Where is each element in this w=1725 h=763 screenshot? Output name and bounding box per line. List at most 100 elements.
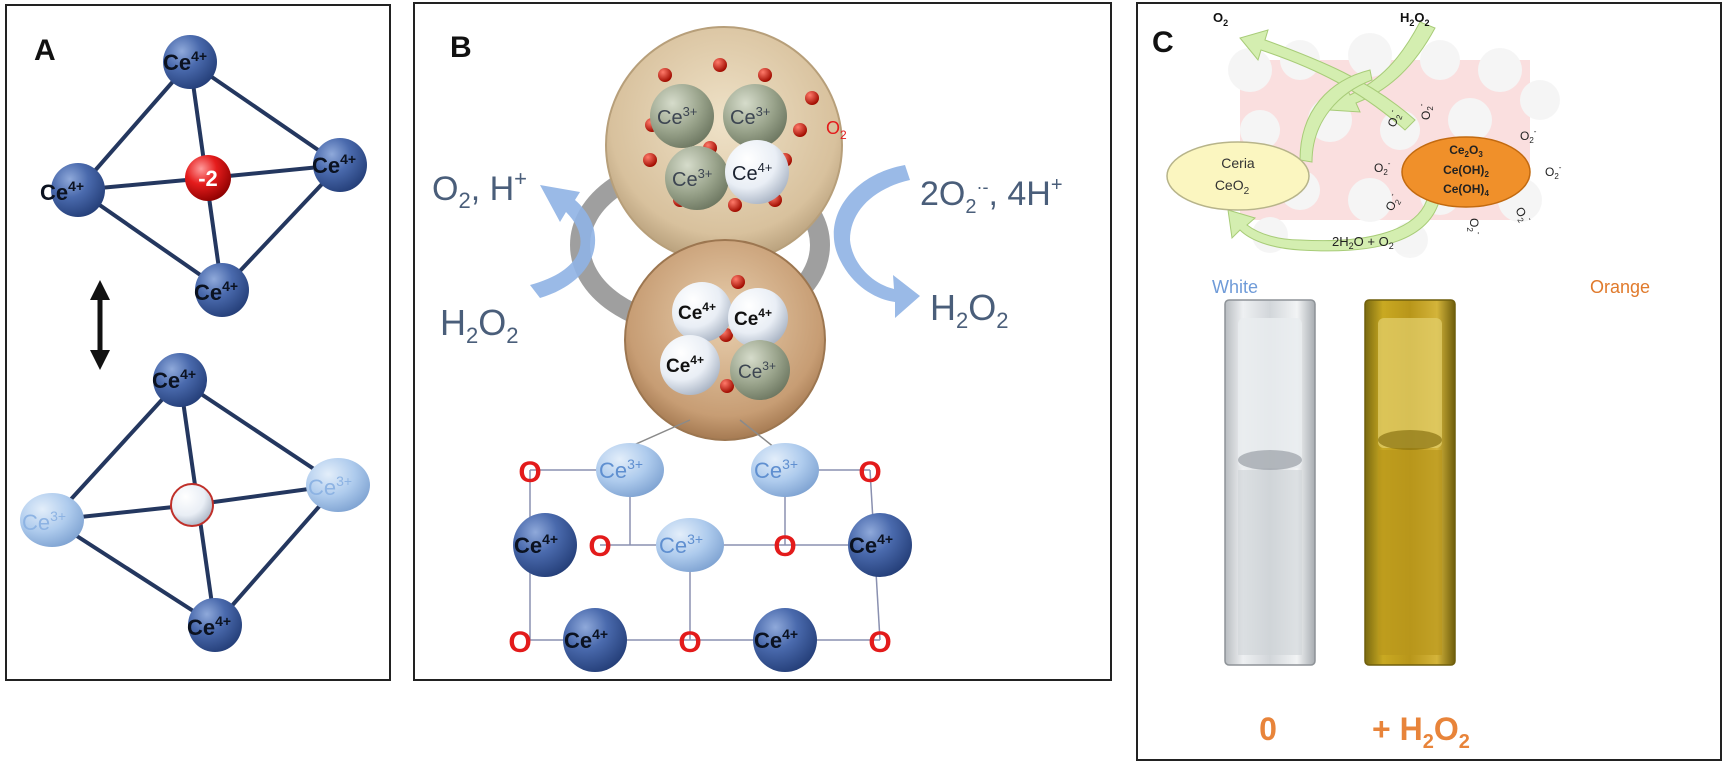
vial-h2o2-label: + H2O2 bbox=[1372, 711, 1470, 753]
orange-label: Orange bbox=[1590, 277, 1650, 297]
oxygen-label: O bbox=[868, 626, 891, 659]
ce3-ion bbox=[751, 443, 819, 497]
vacancy-charge-label: -2 bbox=[198, 166, 218, 191]
right-product-label: H2O2 bbox=[930, 287, 1009, 333]
ce4-ion bbox=[188, 598, 242, 652]
ce2o3-label: Ce2O3 bbox=[1449, 143, 1483, 159]
vial-control-label: 0 bbox=[1259, 711, 1277, 747]
o2-label: O2 bbox=[826, 118, 847, 142]
ceria-formula: CeO2 bbox=[1215, 177, 1250, 197]
ce3-label: Ce3+ bbox=[730, 104, 770, 129]
ce4-label: Ce4+ bbox=[564, 626, 608, 653]
left-curved-arrow bbox=[530, 185, 596, 298]
ce3-label: Ce3+ bbox=[659, 531, 703, 558]
ce4-label: Ce4+ bbox=[678, 300, 716, 324]
panel-b: B Ce3+ Ce3+ Ce3+ Ce4+ O2 bbox=[413, 2, 1112, 681]
ce3-label: Ce3+ bbox=[599, 456, 643, 483]
left-reactant-label: H2O2 bbox=[440, 302, 519, 348]
ce3-ion bbox=[723, 84, 787, 148]
ce3-ion bbox=[730, 340, 790, 400]
oxygen-label: O bbox=[773, 530, 796, 563]
ce4-ion bbox=[672, 282, 732, 342]
ce4-label: Ce4+ bbox=[163, 48, 207, 75]
ce4-ion bbox=[153, 353, 207, 407]
oxygen-label: O bbox=[678, 626, 701, 659]
oxygen-center bbox=[185, 155, 231, 201]
panel-a: A -2 Ce4+ Ce4+ Ce4+ Ce4+ bbox=[5, 4, 391, 681]
ce4-label: Ce4+ bbox=[849, 531, 893, 558]
reduced-species-node bbox=[1401, 136, 1531, 208]
ce4-label: Ce4+ bbox=[312, 151, 356, 178]
ce4-ion bbox=[660, 335, 720, 395]
superoxide-label: O2- bbox=[1374, 159, 1391, 177]
right-reactant-label: 2O2·-, 4H+ bbox=[920, 174, 1063, 218]
o2-out-arrow bbox=[1239, 29, 1416, 131]
ce3-ion bbox=[306, 458, 370, 512]
ce4-label: Ce4+ bbox=[187, 613, 231, 640]
superoxide-label: O2- bbox=[1545, 163, 1562, 181]
cycle-arrow-top bbox=[1299, 69, 1373, 163]
superoxide-label: O2- bbox=[1417, 103, 1435, 120]
ce4-ion bbox=[163, 35, 217, 89]
lower-tetrahedron-edges bbox=[50, 378, 340, 627]
ce3-label: Ce3+ bbox=[672, 166, 712, 191]
h2o2-in-arrow bbox=[1329, 21, 1436, 113]
ce3-label: Ce3+ bbox=[22, 508, 66, 535]
ce4-ion bbox=[513, 513, 577, 577]
ce3-label: Ce3+ bbox=[308, 473, 352, 500]
panel-a-label: A bbox=[34, 34, 56, 67]
left-product-label: O2, H+ bbox=[432, 166, 527, 213]
ce3-ion bbox=[656, 518, 724, 572]
superoxide-labels: O2- O2- O2- O2- O2- O2- O2- O2- bbox=[1374, 103, 1562, 235]
ce4-ion bbox=[848, 513, 912, 577]
ce4-ion bbox=[728, 288, 788, 348]
ce3-label: Ce3+ bbox=[754, 456, 798, 483]
vial-h2o2 bbox=[1364, 299, 1456, 666]
ce4-ion bbox=[753, 608, 817, 672]
ce3-ion bbox=[665, 146, 729, 210]
oxygen-label: O bbox=[508, 626, 531, 659]
ce3-label: Ce3+ bbox=[738, 359, 776, 383]
panel-c-label: C bbox=[1152, 26, 1174, 59]
right-curved-arrow bbox=[833, 165, 920, 318]
ceria-name: Ceria bbox=[1221, 155, 1255, 171]
panel-b-label: B bbox=[450, 31, 472, 64]
ce3-label: Ce3+ bbox=[657, 104, 697, 129]
ce4-label: Ce4+ bbox=[194, 278, 238, 305]
ce4-label: Ce4+ bbox=[40, 178, 84, 205]
ce4-label: Ce4+ bbox=[734, 306, 772, 330]
ce3-ion bbox=[596, 443, 664, 497]
ce3-ion bbox=[20, 493, 84, 547]
white-label: White bbox=[1212, 277, 1258, 297]
oxygen-vacancy bbox=[170, 483, 214, 527]
ce4-ion bbox=[51, 163, 105, 217]
superoxide-label: O2- bbox=[1381, 191, 1405, 215]
ce4-ion bbox=[725, 140, 789, 204]
superoxide-label: O2- bbox=[1520, 127, 1537, 145]
water-oxygen-label: 2H2O + O2 bbox=[1332, 234, 1394, 251]
h2o2-top-label: H2O2 bbox=[1400, 10, 1430, 28]
superoxide-label: O2- bbox=[1465, 218, 1483, 235]
vial-control bbox=[1224, 299, 1316, 666]
lattice-oxygens: O O O O O O O bbox=[508, 456, 891, 659]
oxygen-label: O bbox=[518, 456, 541, 489]
ce4-label: Ce4+ bbox=[152, 366, 196, 393]
ceoh4-label: Ce(OH)4 bbox=[1443, 182, 1489, 198]
oxygen-label: O bbox=[588, 530, 611, 563]
ce4-label: Ce4+ bbox=[732, 160, 772, 185]
ceria-node bbox=[1166, 141, 1310, 211]
panel-c: C O2 H2O2 Ceria bbox=[1136, 2, 1722, 761]
ce4-label: Ce4+ bbox=[514, 531, 558, 558]
cycle-arrow-bottom bbox=[1227, 195, 1441, 252]
ce4-ion bbox=[313, 138, 367, 192]
ce4-label: Ce4+ bbox=[754, 626, 798, 653]
ce4-label: Ce4+ bbox=[666, 353, 704, 377]
ce3-ion bbox=[650, 84, 714, 148]
ce4-ion bbox=[563, 608, 627, 672]
o2-top-label: O2 bbox=[1213, 10, 1228, 28]
ceoh2-label: Ce(OH)2 bbox=[1443, 163, 1489, 179]
ce4-ion bbox=[195, 263, 249, 317]
superoxide-label: O2- bbox=[1383, 108, 1406, 130]
oxygen-label: O bbox=[858, 456, 881, 489]
